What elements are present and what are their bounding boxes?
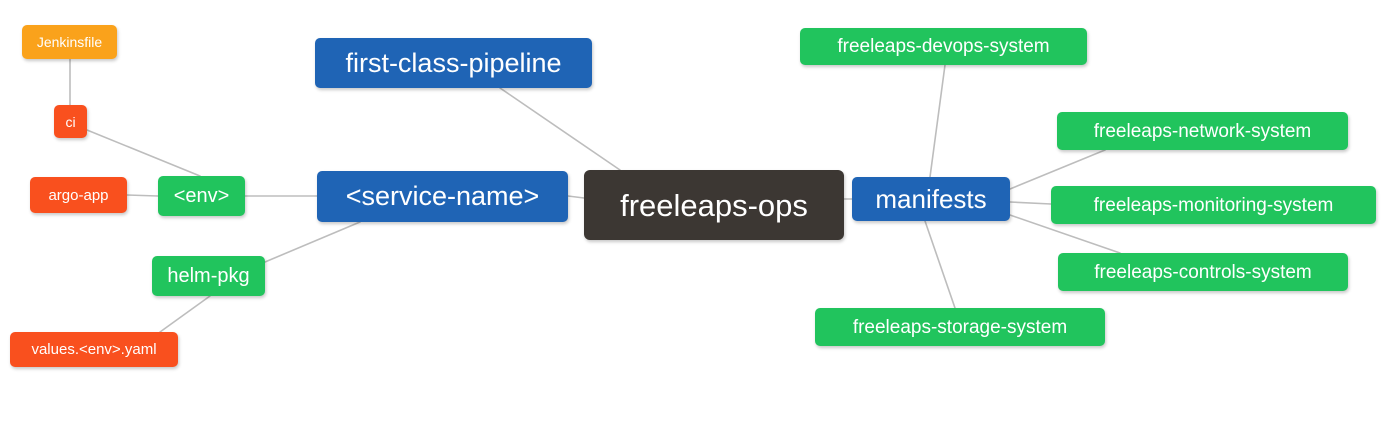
node-label-first-class-pipeline: first-class-pipeline	[345, 47, 562, 78]
edge-helmpkg-servicename	[264, 221, 361, 263]
node-label-freeleaps-network-system: freeleaps-network-system	[1093, 120, 1312, 142]
node-helm-pkg[interactable]: helm-pkg	[152, 256, 265, 296]
node-env[interactable]: <env>	[158, 176, 245, 216]
node-ci[interactable]: ci	[54, 105, 87, 138]
node-label-values-yaml: values.<env>.yaml	[31, 341, 157, 358]
node-label-freeleaps-monitoring-system: freeleaps-monitoring-system	[1093, 194, 1334, 216]
node-label-freeleaps-devops-system: freeleaps-devops-system	[837, 36, 1050, 57]
node-freeleaps-monitoring-system[interactable]: freeleaps-monitoring-system	[1051, 186, 1376, 224]
node-freeleaps-ops[interactable]: freeleaps-ops	[584, 170, 844, 240]
node-values-yaml[interactable]: values.<env>.yaml	[10, 332, 178, 367]
edge-argoapp-env	[126, 194, 159, 197]
edge-ci-env	[86, 129, 201, 177]
edge-firstclasspipeline-ops	[499, 87, 621, 171]
node-label-argo-app: argo-app	[48, 186, 109, 204]
node-service-name[interactable]: <service-name>	[317, 171, 568, 222]
edge-manifests-devops	[929, 64, 946, 178]
edge-servicename-ops	[567, 195, 585, 199]
edge-valuesyaml-helmpkg	[159, 295, 211, 333]
node-label-freeleaps-ops: freeleaps-ops	[620, 187, 808, 223]
edge-manifests-monitoring	[1009, 201, 1052, 205]
node-label-manifests: manifests	[875, 184, 987, 214]
node-freeleaps-storage-system[interactable]: freeleaps-storage-system	[815, 308, 1105, 346]
edge-manifests-network	[1009, 149, 1106, 190]
node-freeleaps-devops-system[interactable]: freeleaps-devops-system	[800, 28, 1087, 65]
node-label-service-name: <service-name>	[345, 181, 540, 211]
node-manifests[interactable]: manifests	[852, 177, 1010, 221]
node-label-ci: ci	[65, 113, 76, 130]
edge-manifests-storage	[924, 220, 956, 309]
node-label-freeleaps-storage-system: freeleaps-storage-system	[852, 316, 1068, 338]
node-first-class-pipeline[interactable]: first-class-pipeline	[315, 38, 592, 88]
node-freeleaps-controls-system[interactable]: freeleaps-controls-system	[1058, 253, 1348, 291]
node-argo-app[interactable]: argo-app	[30, 177, 127, 213]
node-label-freeleaps-controls-system: freeleaps-controls-system	[1094, 261, 1312, 283]
node-label-env: <env>	[173, 185, 230, 207]
node-jenkinsfile[interactable]: Jenkinsfile	[22, 25, 117, 59]
node-label-jenkinsfile: Jenkinsfile	[36, 34, 103, 50]
node-label-helm-pkg: helm-pkg	[167, 265, 250, 287]
node-freeleaps-network-system[interactable]: freeleaps-network-system	[1057, 112, 1348, 150]
